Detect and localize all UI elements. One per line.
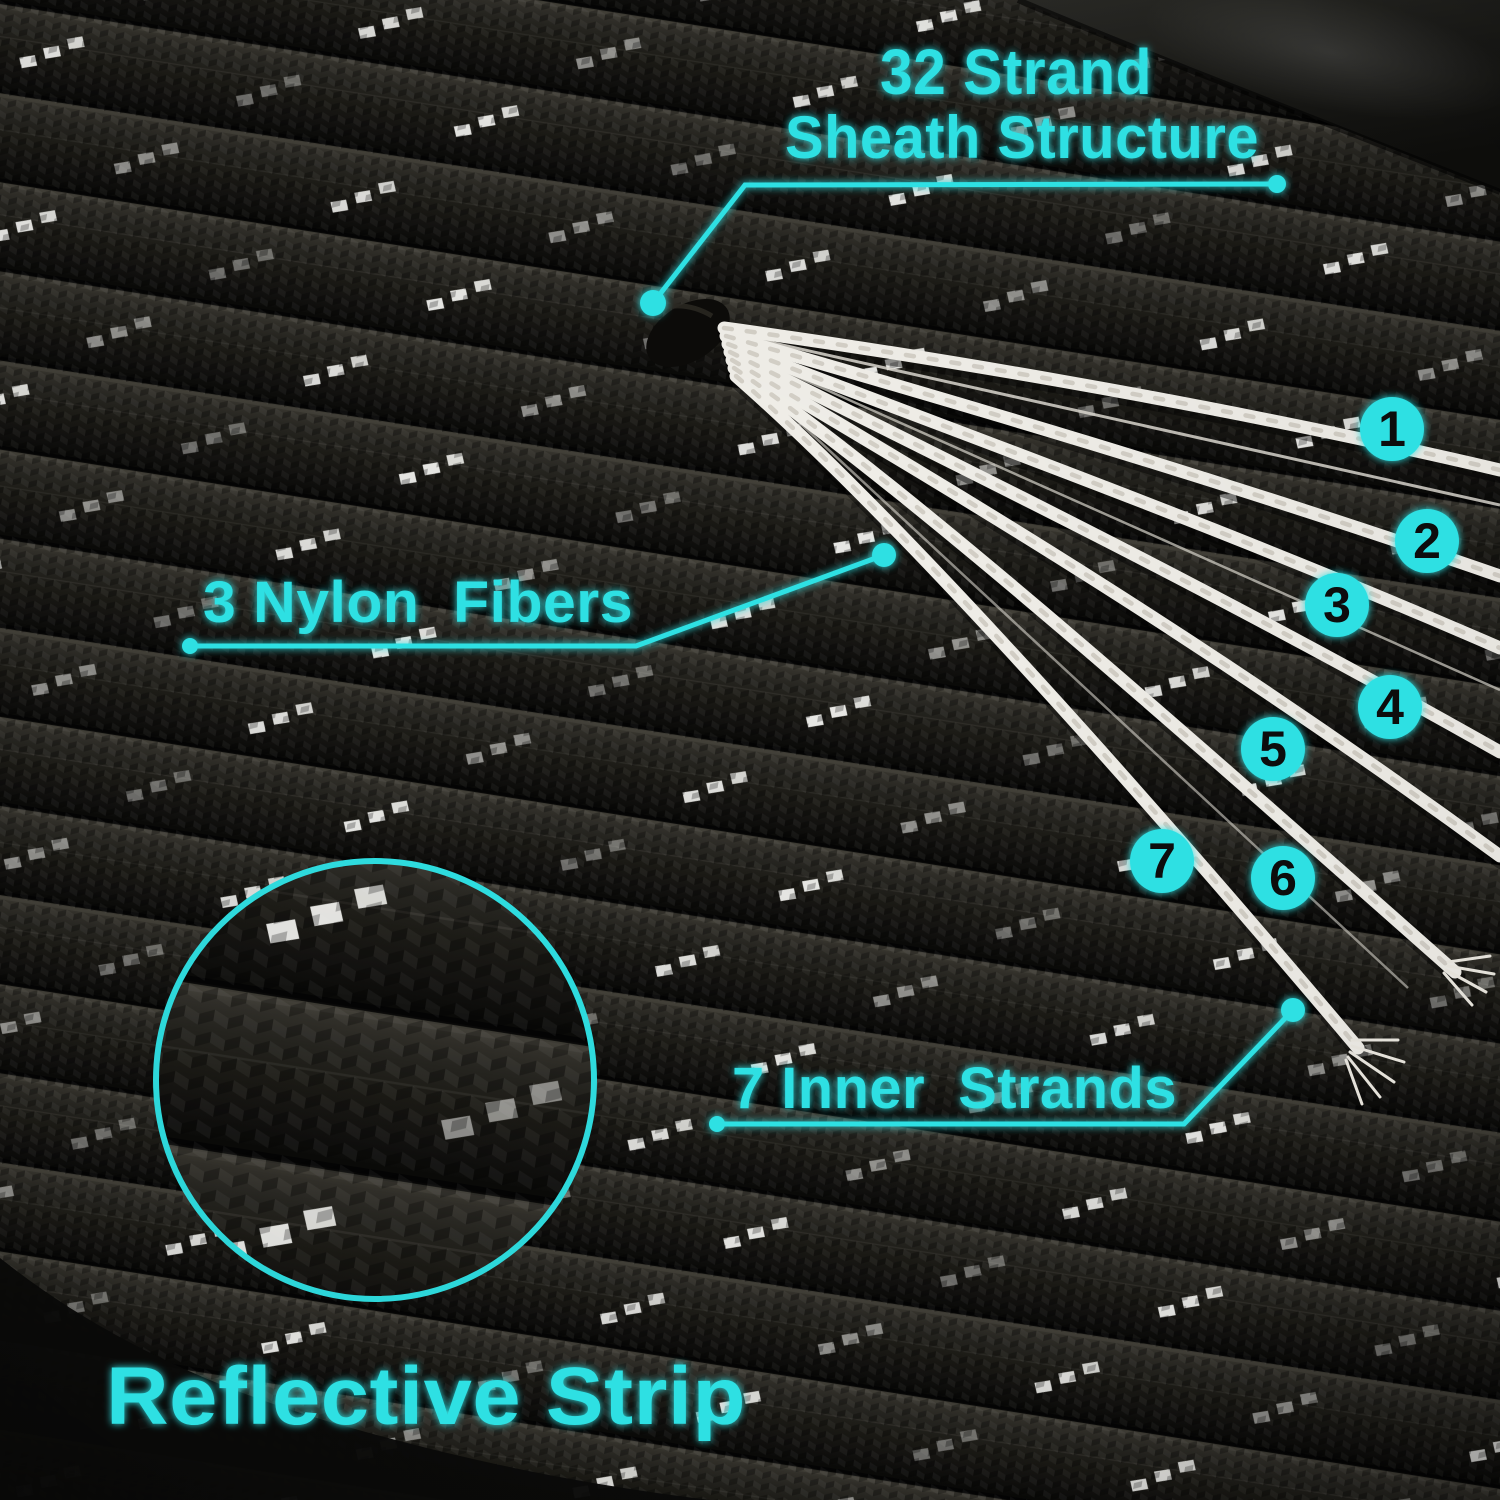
strand-number-badges: 1 2 3 4 5 6 7	[1130, 397, 1459, 910]
label-sheath-line2: Sheath Structure	[785, 104, 1259, 171]
leader-dot	[640, 290, 666, 316]
leader-dot	[1281, 998, 1305, 1022]
label-inner-strands: 7 Inner Strands	[732, 1056, 1177, 1121]
svg-text:2: 2	[1413, 513, 1441, 569]
leader-nylon-fibers	[182, 543, 896, 654]
leader-dot	[872, 543, 896, 567]
label-sheath-line1: 32 Strand	[880, 36, 1152, 108]
strand-number-badge-6: 6	[1251, 846, 1315, 910]
svg-text:5: 5	[1259, 721, 1287, 777]
svg-text:1: 1	[1378, 401, 1406, 457]
strand-number-badge-5: 5	[1241, 717, 1305, 781]
strand-number-badge-7: 7	[1130, 829, 1194, 893]
strand-number-badge-4: 4	[1358, 675, 1422, 739]
svg-text:4: 4	[1376, 679, 1404, 735]
leader-inner-strands	[709, 998, 1305, 1132]
label-reflective-strip: Reflective Strip	[106, 1351, 746, 1442]
leader-dot	[1268, 175, 1286, 193]
svg-text:6: 6	[1269, 850, 1297, 906]
leader-dot	[709, 1116, 725, 1132]
leader-dot	[182, 638, 198, 654]
svg-text:7: 7	[1148, 833, 1176, 889]
strand-number-badge-1: 1	[1360, 397, 1424, 461]
strand-number-badge-2: 2	[1395, 509, 1459, 573]
strand-number-badge-3: 3	[1305, 573, 1369, 637]
annotation-layer: 32 Strand Sheath Structure 3 Nylon Fiber…	[106, 36, 1459, 1442]
svg-text:3: 3	[1323, 577, 1351, 633]
label-nylon-fibers: 3 Nylon Fibers	[203, 570, 633, 635]
leader-sheath-structure	[640, 175, 1286, 316]
